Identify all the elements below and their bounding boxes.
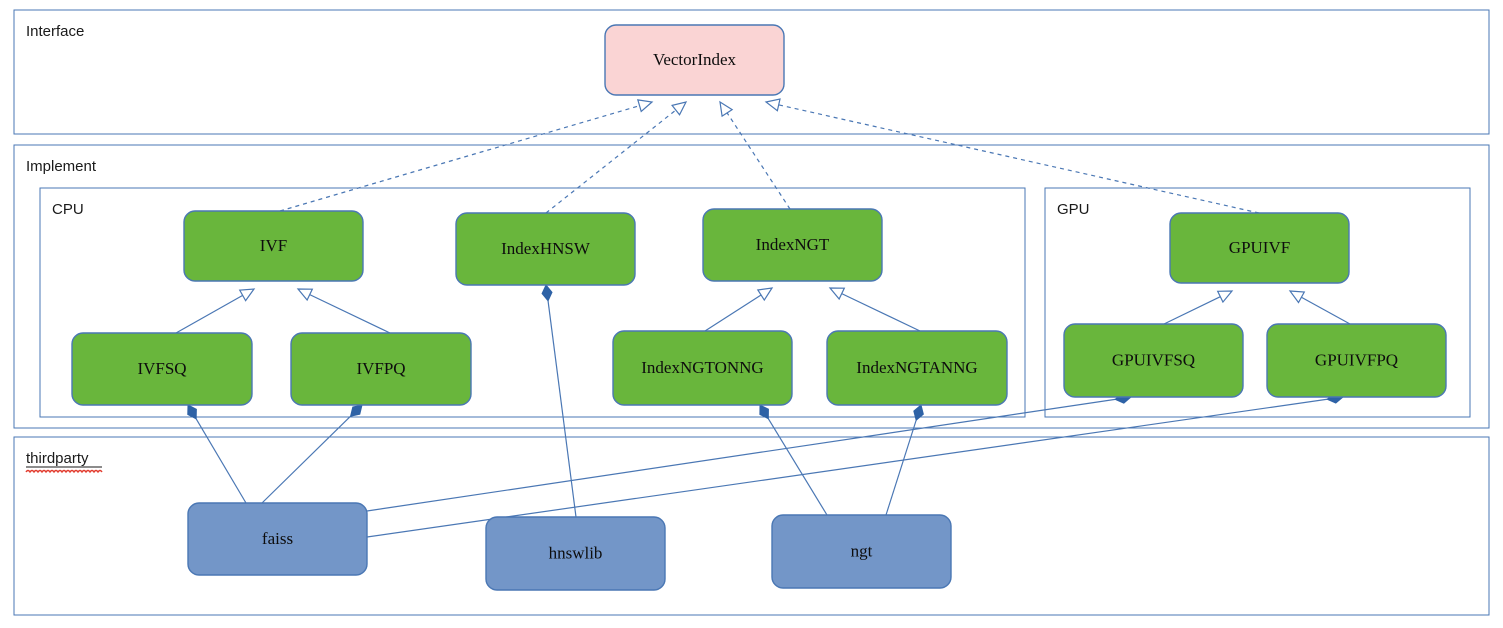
node-ngt[interactable]: ngt — [771, 514, 952, 589]
node-ivfsq-box[interactable] — [71, 332, 253, 406]
node-ivfpq[interactable]: IVFPQ — [290, 332, 472, 406]
node-ivf-box[interactable] — [183, 210, 364, 282]
node-gpuivfpq-box[interactable] — [1266, 323, 1447, 398]
edge-indexhnsw-to-vectorindex — [545, 101, 688, 214]
inheritance-arrowhead-icon — [1288, 290, 1306, 304]
node-hnswlib[interactable]: hnswlib — [485, 516, 666, 591]
node-indexngtanng[interactable]: IndexNGTANNG — [826, 330, 1008, 406]
edge-line — [767, 418, 828, 516]
node-ivf-label: IVF — [260, 236, 287, 255]
node-vectorindex-label: VectorIndex — [653, 50, 737, 69]
container-thirdparty-label: thirdparty — [26, 450, 89, 467]
edge-ngt-to-indexngtanng — [885, 404, 924, 516]
inheritance-arrowhead-icon — [764, 98, 781, 112]
node-indexngtonng-label: IndexNGTONNG — [641, 358, 763, 377]
composition-diamond-icon — [759, 404, 769, 420]
edge-line — [1301, 296, 1351, 325]
edge-ivf-to-vectorindex — [279, 99, 654, 212]
edge-line — [309, 294, 391, 334]
node-vectorindex[interactable]: VectorIndex — [604, 24, 785, 96]
edge-indexngtonng-to-indexngt — [704, 287, 774, 332]
node-gpuivfsq[interactable]: GPUIVFSQ — [1063, 323, 1244, 398]
edge-line — [704, 294, 762, 332]
node-hnswlib-label: hnswlib — [549, 543, 603, 562]
composition-diamond-icon — [187, 404, 197, 420]
node-gpuivf-box[interactable] — [1169, 212, 1350, 284]
edge-line — [261, 415, 351, 504]
node-ivfsq-label: IVFSQ — [137, 359, 186, 378]
node-indexngtanng-label: IndexNGTANNG — [856, 358, 977, 377]
edge-line — [175, 294, 243, 334]
inheritance-arrowhead-icon — [1216, 290, 1234, 304]
edge-line — [726, 112, 791, 210]
container-interface-label: Interface — [26, 23, 84, 40]
node-indexhnsw[interactable]: IndexHNSW — [455, 212, 636, 286]
node-gpuivfpq-label: GPUIVFPQ — [1315, 350, 1398, 369]
node-gpuivfsq-box[interactable] — [1063, 323, 1244, 398]
node-faiss[interactable]: faiss — [187, 502, 368, 576]
container-gpu-label: GPU — [1057, 201, 1090, 218]
edge-faiss-to-ivfpq — [261, 404, 363, 504]
inheritance-arrowhead-icon — [756, 287, 774, 302]
edge-line — [279, 105, 640, 212]
inheritance-arrowhead-icon — [296, 288, 314, 302]
edge-gpuivfpq-to-gpuivf — [1288, 290, 1351, 325]
node-faiss-box[interactable] — [187, 502, 368, 576]
inheritance-arrowhead-icon — [636, 99, 654, 113]
edge-line — [1163, 296, 1221, 325]
inheritance-arrowhead-icon — [671, 101, 688, 116]
edge-line — [885, 420, 917, 516]
node-ngt-label: ngt — [851, 541, 873, 560]
node-ngt-box[interactable] — [771, 514, 952, 589]
edge-indexngtanng-to-indexngt — [828, 287, 921, 332]
edge-gpuivf-to-vectorindex — [764, 98, 1260, 214]
node-ivf[interactable]: IVF — [183, 210, 364, 282]
inheritance-arrowhead-icon — [719, 100, 734, 118]
edge-line — [547, 300, 577, 518]
node-indexhnsw-label: IndexHNSW — [501, 239, 591, 258]
edge-line — [778, 104, 1260, 214]
node-ivfpq-box[interactable] — [290, 332, 472, 406]
node-gpuivfpq[interactable]: GPUIVFPQ — [1266, 323, 1447, 398]
edge-line — [545, 109, 677, 214]
edge-line — [841, 293, 921, 332]
edge-line — [195, 418, 247, 504]
container-implement-label: Implement — [26, 158, 97, 175]
node-vectorindex-box[interactable] — [604, 24, 785, 96]
edge-hnswlib-to-indexhnsw — [541, 284, 577, 518]
composition-diamond-icon — [541, 284, 553, 302]
node-indexngt[interactable]: IndexNGT — [702, 208, 883, 282]
edge-ivfpq-to-ivf — [296, 288, 391, 334]
edge-layer — [175, 98, 1351, 538]
node-indexngtanng-box[interactable] — [826, 330, 1008, 406]
node-indexngtonng[interactable]: IndexNGTONNG — [612, 330, 793, 406]
container-cpu-label: CPU — [52, 201, 84, 218]
node-gpuivfsq-label: GPUIVFSQ — [1112, 350, 1195, 369]
edge-indexngt-to-vectorindex — [719, 100, 791, 210]
edge-line — [366, 398, 1116, 512]
node-indexhnsw-box[interactable] — [455, 212, 636, 286]
edge-ngt-to-indexngtonng — [759, 404, 828, 516]
node-indexngt-box[interactable] — [702, 208, 883, 282]
node-ivfpq-label: IVFPQ — [356, 359, 405, 378]
edge-line — [366, 398, 1328, 538]
node-indexngtonng-box[interactable] — [612, 330, 793, 406]
spellcheck-squiggle-icon — [25, 469, 103, 474]
node-hnswlib-box[interactable] — [485, 516, 666, 591]
composition-diamond-icon — [349, 404, 363, 417]
composition-diamond-icon — [913, 404, 924, 422]
node-gpuivf[interactable]: GPUIVF — [1169, 212, 1350, 284]
node-ivfsq[interactable]: IVFSQ — [71, 332, 253, 406]
node-indexngt-label: IndexNGT — [756, 235, 830, 254]
edge-gpuivfsq-to-gpuivf — [1163, 290, 1234, 325]
inheritance-arrowhead-icon — [828, 287, 846, 301]
node-faiss-label: faiss — [262, 529, 293, 548]
inheritance-arrowhead-icon — [238, 288, 256, 302]
node-gpuivf-label: GPUIVF — [1229, 238, 1290, 257]
edge-faiss-to-ivfsq — [187, 404, 247, 504]
edge-ivfsq-to-ivf — [175, 288, 256, 334]
